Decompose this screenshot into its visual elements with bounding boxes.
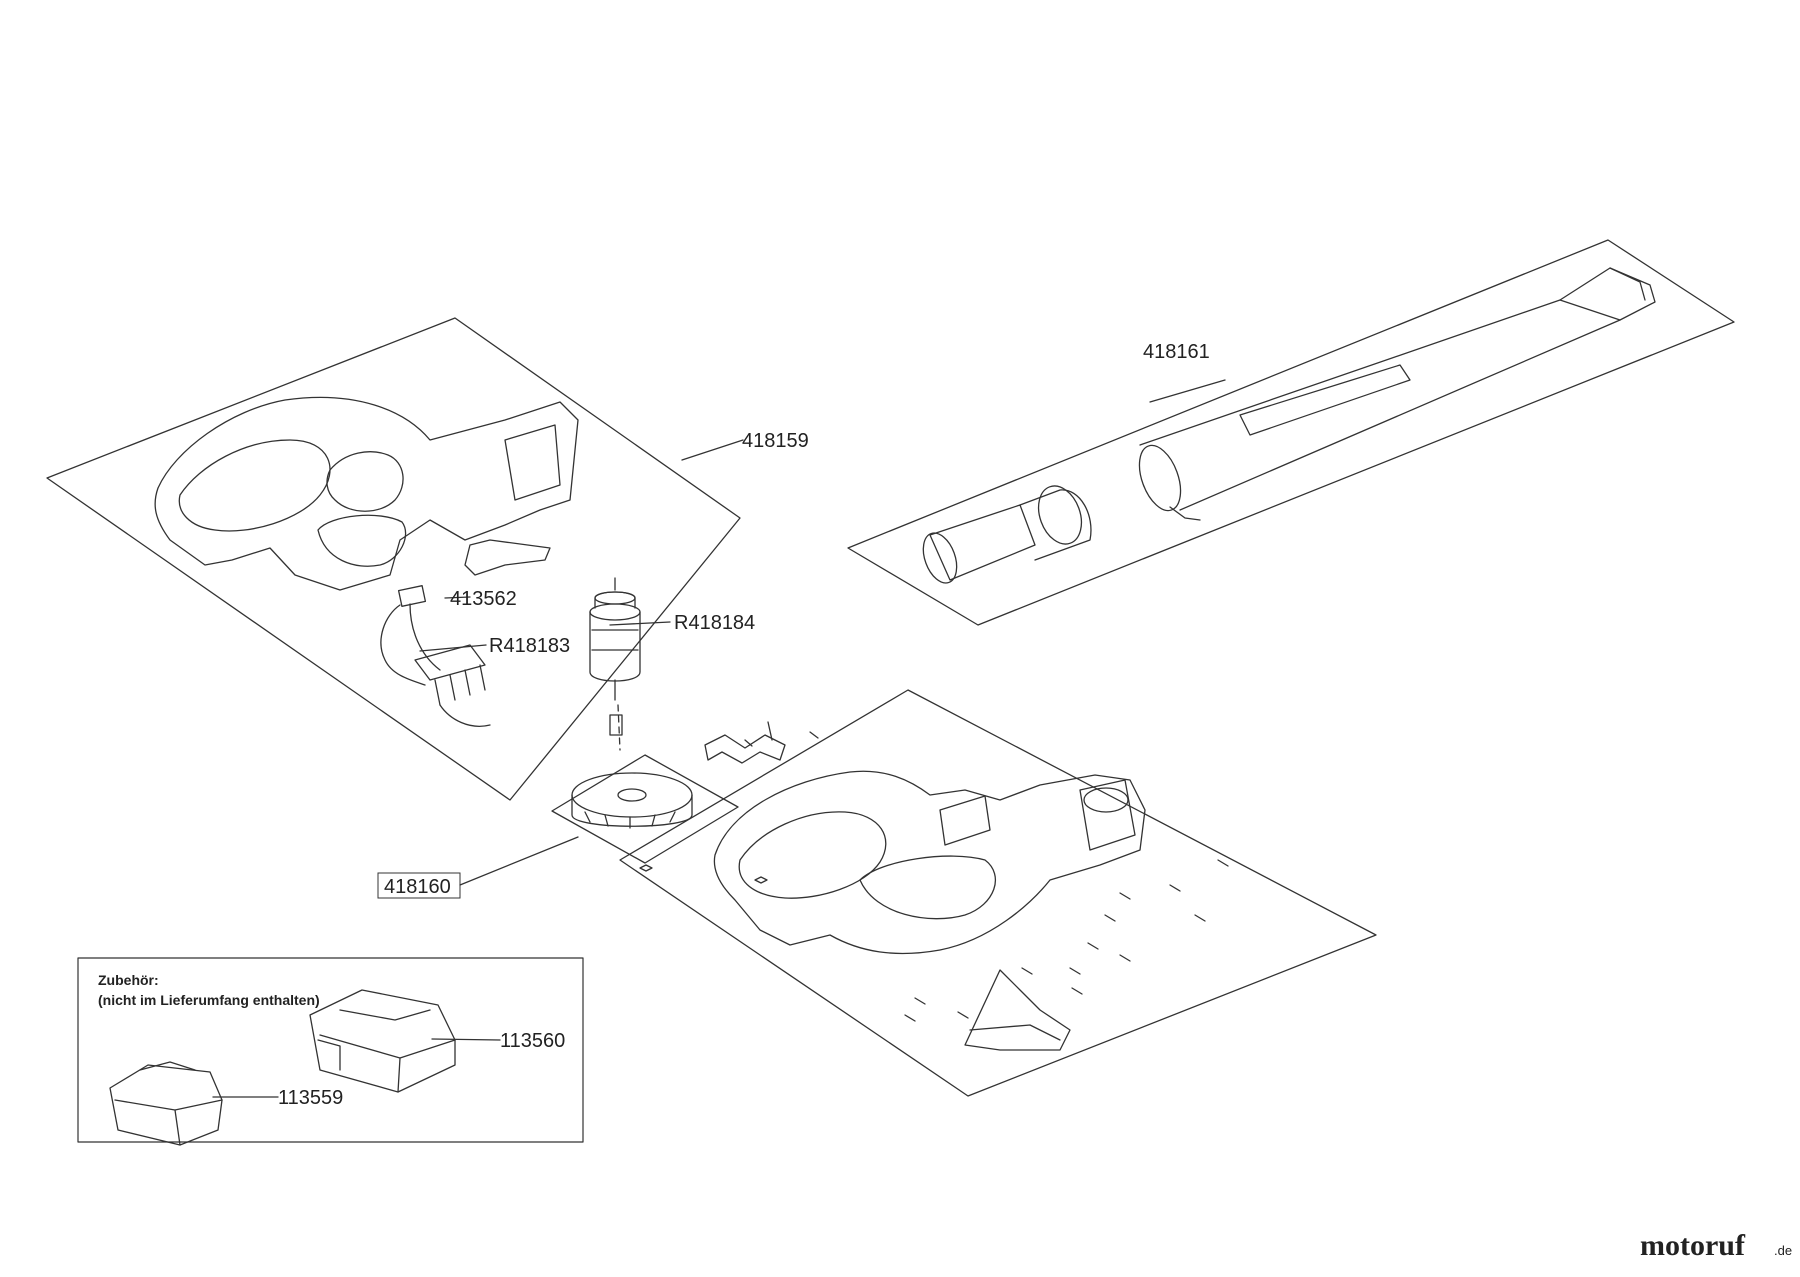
screws-group (639, 731, 1229, 1022)
blower-tube-part (1138, 267, 1656, 521)
switch-part (380, 585, 441, 686)
logo-suffix: .de (1774, 1243, 1792, 1258)
lower-housing-part (713, 770, 1146, 955)
battery-part (109, 1061, 223, 1146)
label-418160-box (377, 872, 461, 899)
fan-part (571, 772, 693, 829)
upper-housing-part (154, 396, 579, 591)
logo-main: motoruf (1640, 1229, 1746, 1262)
label-413562: 413562 (450, 588, 517, 610)
accessories-box (77, 957, 584, 1143)
pcb-part (414, 644, 491, 727)
label-r418184: R418184 (674, 612, 755, 634)
label-418161: 418161 (1143, 341, 1210, 363)
accessories-title: Zubehör: (98, 972, 159, 988)
blower-panel (847, 239, 1735, 626)
accessories-subtitle: (nicht im Lieferumfang enthalten) (98, 992, 320, 1008)
lower-housing-panel (619, 689, 1377, 1097)
brand-logo: motoruf .de (1640, 1229, 1792, 1262)
label-r418183: R418183 (489, 635, 570, 657)
label-113559: 113559 (278, 1087, 343, 1109)
bracket-part (704, 721, 786, 764)
housing-panel (46, 317, 741, 801)
label-418159: 418159 (742, 430, 809, 452)
label-418160: 418160 (384, 876, 451, 898)
guard-part (964, 969, 1071, 1051)
nozzle-part (922, 485, 1092, 584)
label-113560: 113560 (500, 1030, 565, 1052)
charger-part (309, 989, 456, 1093)
fan-panel (551, 754, 739, 864)
motor-part (589, 577, 641, 736)
